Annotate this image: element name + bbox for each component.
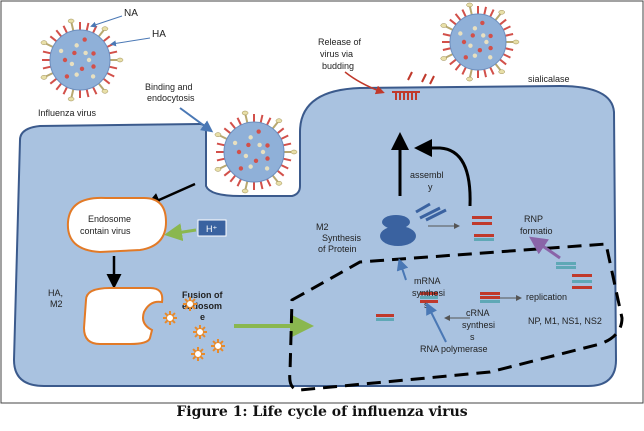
binding-label-line2: endocytosis [147, 93, 195, 103]
rna-polymerase-label: RNA polymerase [420, 344, 488, 354]
rnp-label-line1: RNP [524, 214, 543, 224]
m2-label-line1: M2 [316, 222, 329, 232]
release-label-line1: Release of [318, 37, 362, 47]
released-virus-particle [440, 2, 520, 82]
fusing-endosome [82, 287, 164, 345]
assembly-label-line1: assembl [410, 170, 444, 180]
crna-label-line1: cRNA [466, 308, 490, 318]
gene-products-label: NP, M1, NS1, NS2 [528, 316, 602, 326]
rnp-segments [472, 216, 494, 241]
sialicalase-label: sialicalase [528, 74, 570, 84]
rnp-label-line2: formatio [520, 226, 553, 236]
mrna-label-line2: synthesi [412, 288, 445, 298]
mrna-label-line1: mRNA [414, 276, 441, 286]
polymerase-arrow [426, 302, 447, 343]
ha-m2-label-line1: HA, [48, 288, 63, 298]
figure-caption: Figure 1: Life cycle of influenza virus [176, 404, 468, 420]
fusion-label-line2: endosom [182, 301, 222, 311]
crna-label-line2: synthesi [462, 320, 495, 330]
influenza-virus-label: Influenza virus [38, 108, 97, 118]
binding-arrow [179, 107, 214, 133]
rnp-export-arrow [529, 236, 561, 260]
m2-label-line3: of Protein [318, 244, 357, 254]
ha-label: HA [152, 29, 166, 40]
export-arrow [414, 139, 472, 207]
endosome [66, 196, 168, 254]
fusion-label-line1: Fusion of [182, 290, 223, 300]
protein-strands [415, 202, 447, 222]
proton-arrow [164, 223, 197, 242]
ha-pointer-arrow [110, 37, 151, 47]
ha-m2-label-line2: M2 [50, 299, 63, 309]
release-label-line2: virus via [320, 49, 353, 59]
proton-box [197, 219, 227, 237]
endosome-label-line2: contain virus [80, 226, 131, 236]
mrna-export-arrow [396, 258, 409, 281]
replication-label: replication [526, 292, 567, 302]
release-arrow [344, 71, 385, 95]
m2-label-line2: Synthesis [322, 233, 362, 243]
binding-label-line1: Binding and [145, 82, 193, 92]
crna-label-line3: s [470, 332, 475, 342]
budding-spikes [392, 71, 435, 100]
endosome-label-line1: Endosome [88, 214, 131, 224]
released-ribonucleoproteins [163, 297, 225, 361]
na-label: NA [124, 8, 138, 19]
fusion-label-line3: e [200, 312, 205, 322]
assembly-label-line2: y [428, 182, 433, 192]
release-label-line3: budding [322, 61, 354, 71]
na-pointer-arrow [90, 15, 123, 28]
nucleus-boundary [288, 242, 624, 392]
endocytosed-virus-particle [214, 110, 298, 194]
influenza-virus-particle [40, 18, 124, 102]
nuclear-rna-segments [376, 262, 592, 321]
ribosome [380, 215, 416, 246]
proton-label: H⁺ [206, 224, 217, 234]
figure-frame [0, 0, 644, 404]
